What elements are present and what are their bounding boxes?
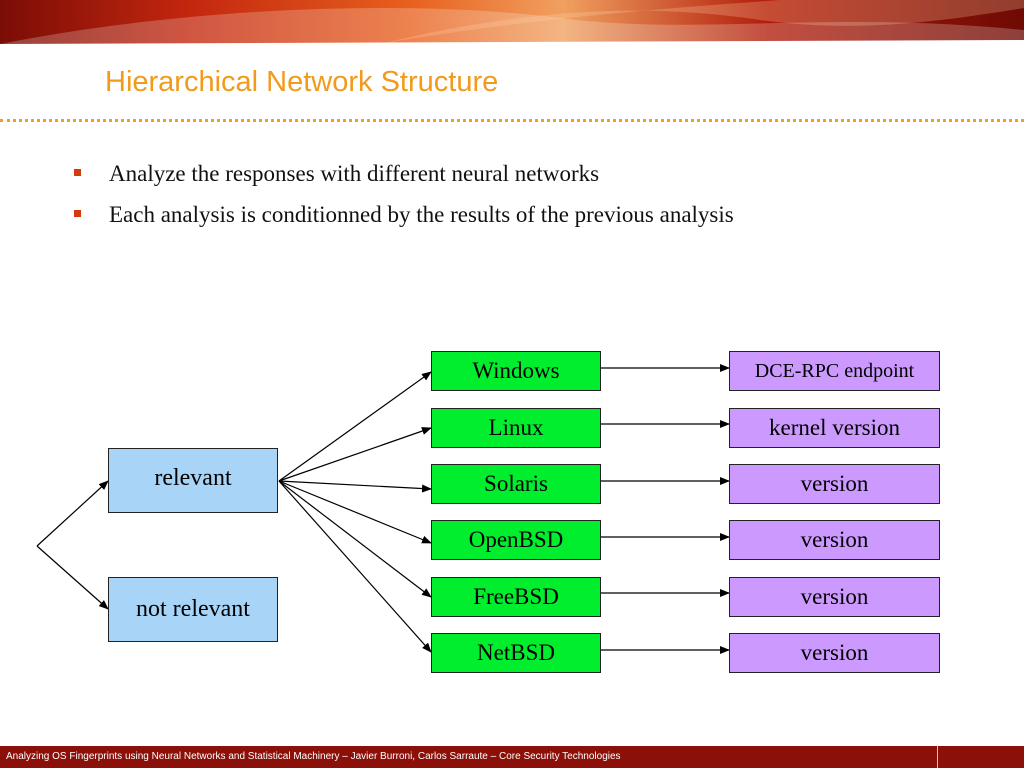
bullet-text: Analyze the responses with different neu…	[109, 161, 600, 186]
detail-node-kernel-version: kernel version	[729, 408, 940, 448]
os-node-linux: Linux	[431, 408, 601, 448]
header-banner	[0, 0, 1024, 44]
footer-divider	[937, 746, 938, 768]
bullet-item: Analyze the responses with different neu…	[72, 158, 734, 199]
bullet-square-icon	[74, 210, 81, 217]
detail-node-version: version	[729, 520, 940, 560]
relevant-node: relevant	[108, 448, 278, 513]
relevant-to-netbsd-arrow	[278, 480, 432, 653]
bullet-list: Analyze the responses with different neu…	[72, 158, 734, 240]
relevant-to-freebsd-arrow	[278, 480, 432, 598]
slide-title: Hierarchical Network Structure	[105, 66, 499, 98]
os-node-openbsd: OpenBSD	[431, 520, 601, 560]
detail-node-dce-rpc: DCE-RPC endpoint	[729, 351, 940, 391]
os-node-solaris: Solaris	[431, 464, 601, 504]
bullet-item: Each analysis is conditionned by the res…	[72, 199, 734, 240]
detail-node-version: version	[729, 577, 940, 617]
root-to-relevant-arrow	[36, 480, 109, 547]
relevant-to-solaris-arrow	[278, 480, 432, 493]
relevant-to-openbsd-arrow	[278, 480, 432, 544]
title-divider	[0, 119, 1024, 122]
root-to-not-relevant-arrow	[36, 545, 109, 610]
footer-bar: Analyzing OS Fingerprints using Neural N…	[0, 746, 1024, 768]
os-node-freebsd: FreeBSD	[431, 577, 601, 617]
detail-node-version: version	[729, 633, 940, 673]
os-node-windows: Windows	[431, 351, 601, 391]
os-node-netbsd: NetBSD	[431, 633, 601, 673]
not-relevant-node: not relevant	[108, 577, 278, 642]
footer-text: Analyzing OS Fingerprints using Neural N…	[6, 751, 621, 762]
relevant-to-windows-arrow	[278, 371, 432, 482]
detail-node-version: version	[729, 464, 940, 504]
bullet-text: Each analysis is conditionned by the res…	[109, 202, 734, 227]
relevant-to-linux-arrow	[278, 427, 432, 482]
banner-swoosh	[0, 0, 1024, 44]
bullet-square-icon	[74, 169, 81, 176]
